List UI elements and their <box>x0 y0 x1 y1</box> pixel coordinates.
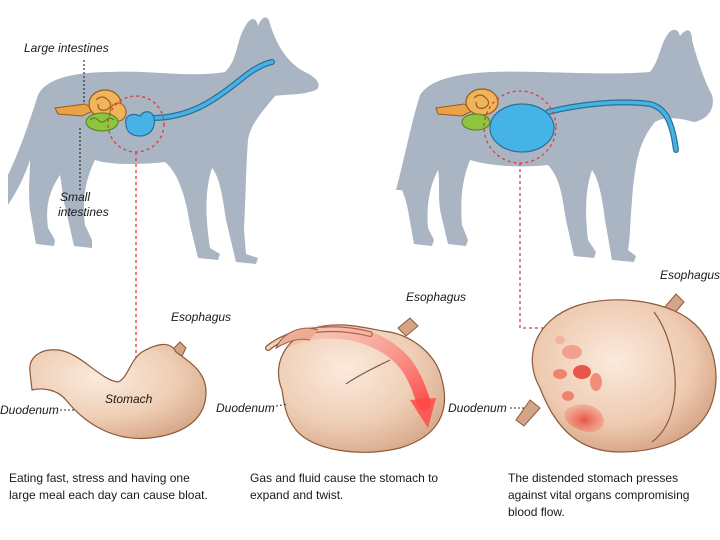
stomach-distended <box>515 293 717 453</box>
caption-step-3: The distended stomach presses against vi… <box>508 471 690 519</box>
stomach-organ-right <box>489 99 679 153</box>
callout-line-right <box>519 163 578 329</box>
caption-step-2: Gas and fluid cause the stomach to expan… <box>250 471 439 502</box>
intestines-right <box>435 88 499 131</box>
stomach-twisting <box>265 317 446 453</box>
label-large-intestines: Large intestines <box>24 41 109 55</box>
label-esophagus-3: Esophagus <box>660 268 720 282</box>
label-duodenum-1: Duodenum <box>0 403 59 417</box>
label-duodenum-2: Duodenum <box>216 401 275 415</box>
intestines-left <box>54 89 127 132</box>
dog-silhouette-right <box>396 29 713 263</box>
label-esophagus-2: Esophagus <box>406 290 467 304</box>
label-stomach: Stomach <box>105 392 153 406</box>
label-esophagus-1: Esophagus <box>171 310 232 324</box>
label-duodenum-3: Duodenum <box>448 401 507 415</box>
stomach-normal <box>29 341 207 440</box>
label-small-intestines-line2: intestines <box>58 205 109 219</box>
stomach-organ-left <box>125 59 275 137</box>
label-small-intestines-line1: Small <box>60 190 91 204</box>
caption-step-1: Eating fast, stress and having one large… <box>9 471 208 502</box>
